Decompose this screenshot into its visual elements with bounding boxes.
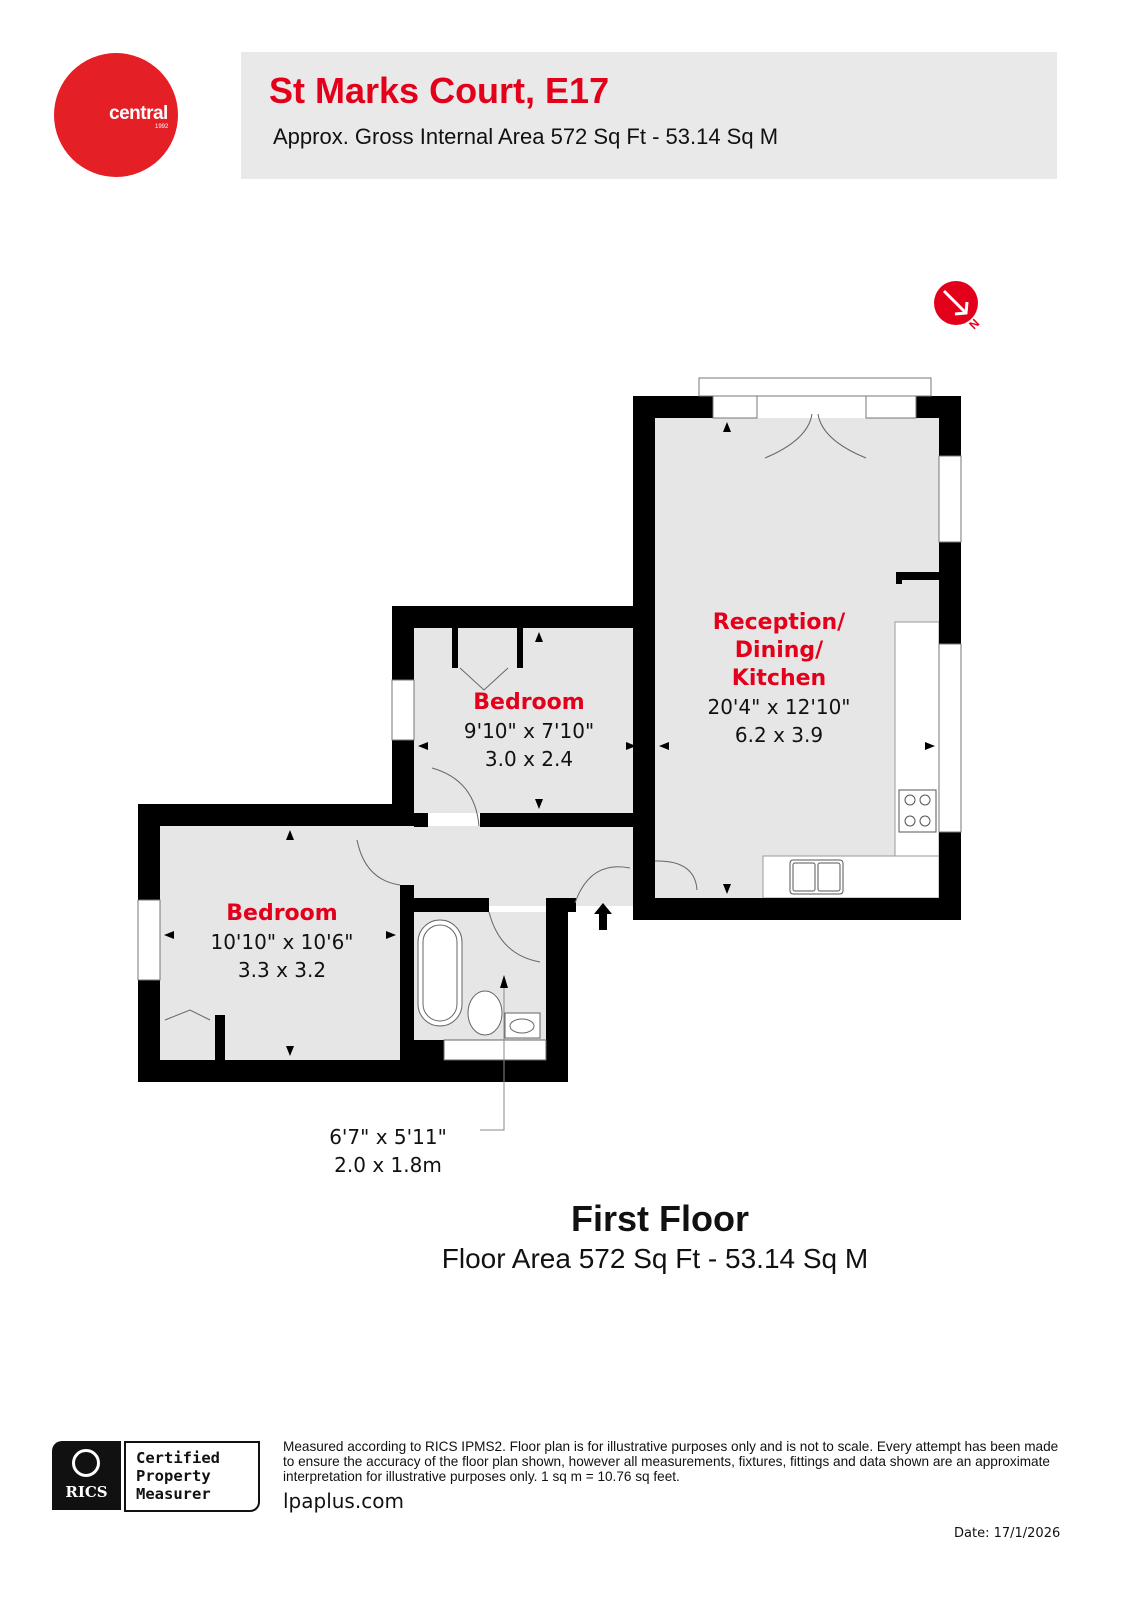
room-dimensions-imperial: 10'10" x 10'6": [210, 930, 354, 954]
room-name: Bedroom: [473, 690, 585, 715]
rics-logo: RICS: [52, 1441, 121, 1510]
room-bedroom-2: Bedroom 10'10" x 10'6" 3.3 x 3.2: [210, 900, 353, 984]
floor-area: Floor Area 572 Sq Ft - 53.14 Sq M: [441, 1243, 869, 1274]
room-reception-dining-kitchen: Reception/ Dining/ Kitchen 20'4" x 12'10…: [707, 609, 850, 749]
logo-brand-name: central: [109, 103, 168, 124]
rics-badge: RICS Certified Property Measurer: [52, 1441, 260, 1512]
bathroom-leader-line: [480, 980, 505, 1131]
dimension-arrows: [164, 422, 935, 1056]
header-banner: St Marks Court, E17 Approx. Gross Intern…: [241, 52, 1057, 179]
floor-title: First Floor: [571, 1198, 749, 1239]
room-dimensions-imperial: 20'4" x 12'10": [707, 695, 851, 719]
plan-date: Date: 17/1/2026: [954, 1526, 1061, 1541]
room-bedroom-1: Bedroom 9'10" x 7'10" 3.0 x 2.4: [464, 689, 594, 773]
north-arrow-icon: N: [934, 281, 982, 332]
certified-measurer-box: Certified Property Measurer: [124, 1441, 260, 1512]
kitchen-counters: [762, 621, 940, 899]
room-dimensions-imperial: 9'10" x 7'10": [463, 719, 595, 743]
rics-name: RICS: [65, 1483, 108, 1501]
room-name: Bedroom: [226, 901, 338, 926]
svg-text:N: N: [966, 316, 982, 332]
central-logo: central 1992: [54, 53, 178, 177]
badge-line-1: Certified: [136, 1449, 220, 1467]
lion-icon: [72, 1449, 100, 1477]
website-link[interactable]: lpaplus.com: [283, 1489, 404, 1513]
bathroom-dimensions: 6'7" x 5'11" 2.0 x 1.8m: [329, 1123, 447, 1179]
hob-icon: [898, 789, 937, 833]
badge-line-2: Property: [136, 1467, 211, 1485]
bathroom-dimensions-metric: 2.0 x 1.8m: [334, 1153, 442, 1177]
windows: [137, 377, 962, 981]
door-swings: [164, 413, 867, 1021]
disclaimer-text: Measured according to RICS IPMS2. Floor …: [283, 1439, 1059, 1484]
entrance-arrow-icon: [594, 903, 612, 930]
gross-internal-area: Approx. Gross Internal Area 572 Sq Ft - …: [273, 124, 779, 149]
room-name: Dining/: [734, 638, 824, 663]
bathroom-dimensions-imperial: 6'7" x 5'11": [329, 1125, 447, 1149]
sink-icon: [789, 859, 844, 895]
room-dimensions-metric: 3.0 x 2.4: [484, 747, 574, 771]
room-dimensions-metric: 6.2 x 3.9: [734, 723, 824, 747]
room-name: Kitchen: [731, 666, 827, 691]
logo-year: 1992: [155, 124, 169, 130]
property-title: St Marks Court, E17: [269, 70, 610, 111]
badge-line-3: Measurer: [136, 1485, 211, 1503]
room-dimensions-metric: 3.3 x 3.2: [237, 958, 327, 982]
room-name: Reception/: [712, 610, 846, 635]
bathroom-fixtures: [417, 919, 547, 1061]
walls: [138, 396, 961, 1082]
